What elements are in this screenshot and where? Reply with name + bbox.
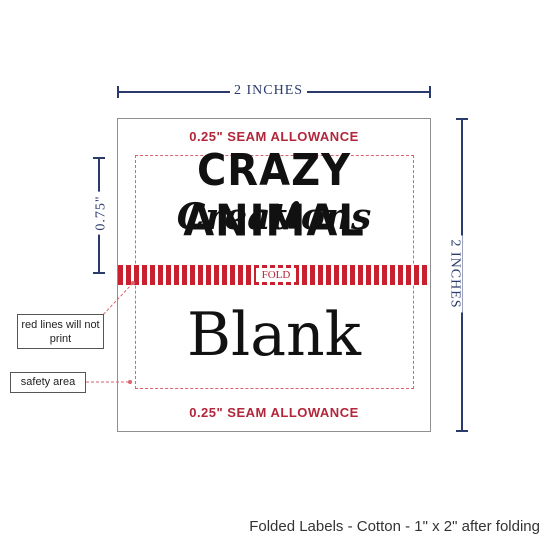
brand-line1: CRAZY ANIMAL	[183, 145, 365, 247]
top-dimension-label: 2 INCHES	[230, 83, 308, 99]
red-lines-leader-dot	[131, 281, 135, 285]
seam-allowance-top: 0.25" SEAM ALLOWANCE	[189, 129, 359, 144]
red-lines-callout: red lines will not print	[17, 314, 104, 349]
caption: Folded Labels - Cotton - 1" x 2" after f…	[249, 518, 540, 535]
brand-line2: Creations	[176, 196, 372, 238]
fold-label: FOLD	[256, 268, 296, 282]
blank-text: Blank	[186, 300, 362, 370]
safety-area-leader-dot	[128, 380, 132, 384]
red-lines-leader	[99, 282, 134, 319]
safety-area-callout: safety area	[10, 372, 86, 393]
seam-allowance-bottom: 0.25" SEAM ALLOWANCE	[189, 405, 359, 420]
